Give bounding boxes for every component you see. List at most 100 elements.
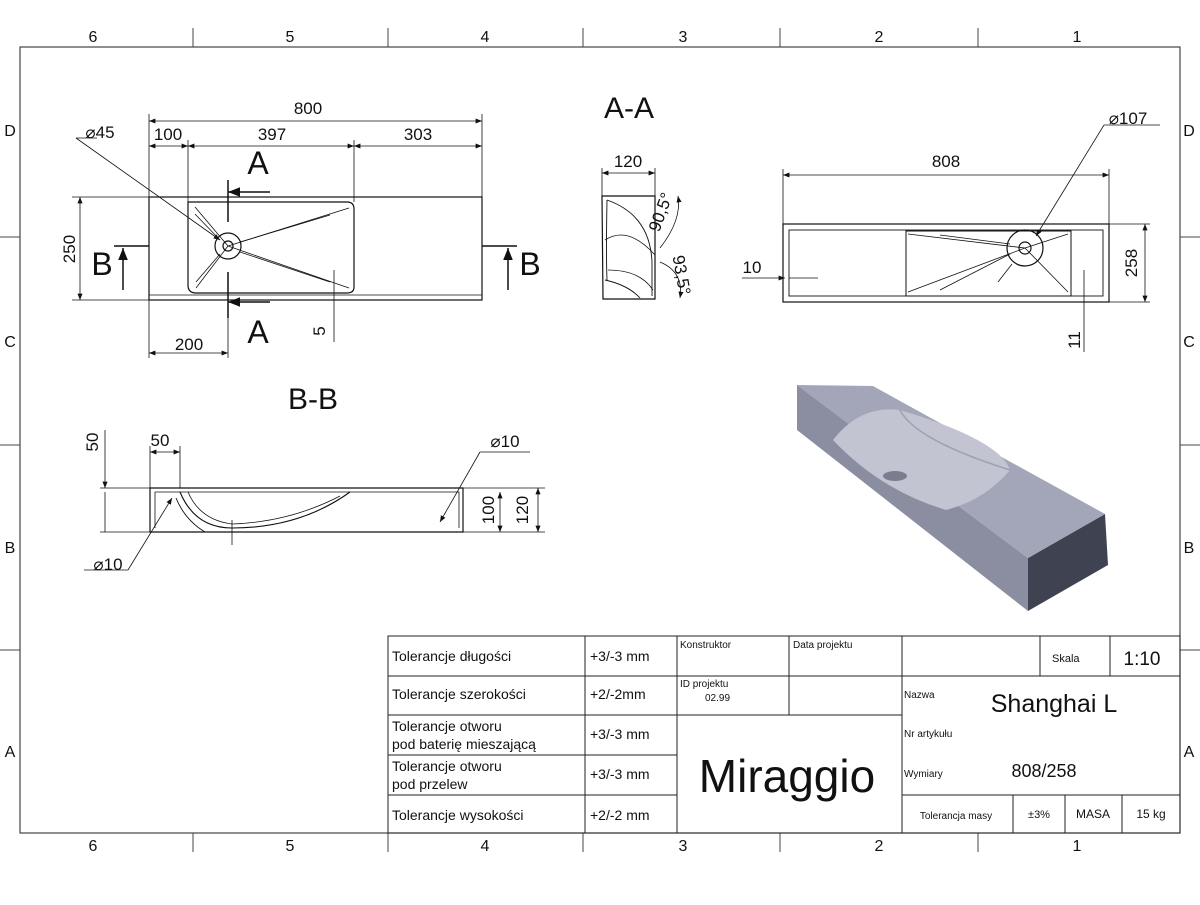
nazwa-value: Shanghai L	[991, 690, 1118, 718]
zone-col-5-bottom: 5	[286, 838, 295, 855]
skala-value: 1:10	[1124, 649, 1161, 670]
brand-logo: Miraggio	[699, 750, 875, 802]
zone-row-b-left: B	[5, 540, 16, 557]
dim-rv-length: 808	[932, 152, 960, 171]
section-aa-title: A-A	[604, 92, 654, 125]
zone-col-3-bottom: 3	[679, 838, 688, 855]
right-view-dimensions	[742, 124, 1160, 352]
tol-tap-hole-label: Tolerancje otworu	[392, 718, 502, 734]
tol-tap-hole-label-2: pod baterię mieszającą	[392, 736, 536, 752]
tol-overflow-value: +3/-3 mm	[590, 766, 650, 782]
dim-aa-width: 120	[614, 152, 642, 171]
basin-side-face	[1028, 514, 1108, 611]
zone-col-3-top: 3	[679, 29, 688, 46]
dim-bb-overflow-right: ⌀10	[490, 432, 519, 451]
top-view-section-marks: A A B B	[91, 145, 540, 350]
dim-drain-offset: 200	[175, 335, 203, 354]
tol-length-label: Tolerancje długości	[392, 648, 511, 664]
section-bb-view	[84, 430, 545, 571]
dim-bb-depth: 100	[479, 496, 498, 524]
dim-bb-overflow-offset: 50	[151, 431, 170, 450]
dim-width: 250	[60, 235, 79, 263]
tol-masy-value: ±3%	[1028, 809, 1050, 821]
zone-col-2-bottom: 2	[875, 838, 884, 855]
dim-rv-rim: 10	[743, 258, 762, 277]
tol-height-value: +2/-2 mm	[590, 807, 650, 823]
top-view	[72, 114, 517, 358]
top-view-drain	[214, 232, 242, 260]
dim-bb-overflow-left: ⌀10	[93, 555, 122, 574]
konstruktor-label: Konstruktor	[680, 640, 732, 651]
zone-row-c-right: C	[1183, 334, 1195, 351]
section-aa-labels: 120 90,5° 93,5°	[614, 152, 694, 296]
zone-col-4-top: 4	[481, 29, 490, 46]
title-block	[387, 635, 1181, 834]
masa-label: MASA	[1076, 807, 1110, 821]
zone-row-a-right: A	[1184, 744, 1195, 761]
tol-overflow-label: Tolerancje otworu	[392, 758, 502, 774]
tol-length-value: +3/-3 mm	[590, 648, 650, 664]
top-view-dimensions	[72, 114, 483, 358]
dim-rv-lip: 11	[1065, 331, 1084, 349]
zone-col-2-top: 2	[875, 29, 884, 46]
basin-3d-render	[797, 385, 1108, 611]
id-projektu-label: ID projektu	[680, 679, 728, 690]
dim-lip: 5	[310, 326, 329, 335]
section-mark-a-top: A	[247, 145, 269, 181]
skala-label: Skala	[1052, 653, 1080, 665]
nazwa-label: Nazwa	[904, 690, 935, 701]
section-mark-b-right: B	[519, 246, 540, 282]
section-mark-a-bottom: A	[247, 314, 269, 350]
tol-height-label: Tolerancje wysokości	[392, 807, 524, 823]
tol-width-label: Tolerancje szerokości	[392, 686, 526, 702]
section-aa-view	[601, 168, 684, 300]
dim-rv-width: 258	[1122, 249, 1141, 277]
zone-col-1-top: 1	[1073, 29, 1082, 46]
zone-row-c-left: C	[4, 334, 16, 351]
title-block-text: Tolerancje długości +3/-3 mm Tolerancje …	[392, 640, 1166, 823]
tol-tap-hole-value: +3/-3 mm	[590, 726, 650, 742]
zone-col-5-top: 5	[286, 29, 295, 46]
id-projektu-value: 02.99	[705, 693, 730, 704]
zone-row-d-right: D	[1183, 123, 1195, 140]
dim-total-length: 800	[294, 99, 322, 118]
dim-bb-height: 120	[513, 496, 532, 524]
section-mark-b-left: B	[91, 246, 112, 282]
zone-labels: 6 5 4 3 2 1 6 5 4 3 2 1 D C B A D C B A	[4, 29, 1195, 855]
top-view-bowl-lines	[194, 206, 350, 289]
zone-col-6-top: 6	[89, 29, 98, 46]
zone-col-6-bottom: 6	[89, 838, 98, 855]
masa-value: 15 kg	[1136, 807, 1165, 821]
dim-left-offset: 100	[154, 125, 182, 144]
wymiary-value: 808/258	[1011, 761, 1076, 781]
top-view-outline	[148, 196, 483, 301]
right-view-drain	[1006, 229, 1044, 267]
section-bb-dimensions	[84, 430, 545, 571]
zone-col-4-bottom: 4	[481, 838, 490, 855]
tol-overflow-label-2: pod przelew	[392, 776, 468, 792]
dim-bowl-length: 397	[258, 125, 286, 144]
dim-rv-drain-diameter: ⌀107	[1109, 109, 1148, 128]
dim-aa-angle-2: 93,5°	[669, 254, 695, 297]
section-bb-title: B-B	[288, 383, 338, 416]
nr-artykulu-label: Nr artykułu	[904, 729, 952, 740]
section-bb-labels: 50 50 ⌀10 ⌀10 100 120	[83, 431, 532, 574]
basin-drain-hole	[883, 471, 907, 481]
right-view-outline	[782, 223, 1110, 303]
dim-aa-angle-1: 90,5°	[645, 190, 676, 234]
wymiary-label: Wymiary	[904, 769, 943, 780]
top-view-labels: 800 100 397 303 ⌀45 250 200 5	[60, 99, 432, 354]
tol-masy-label: Tolerancja masy	[920, 811, 992, 822]
dim-drain-diameter: ⌀45	[85, 123, 114, 142]
zone-row-a-left: A	[5, 744, 16, 761]
zone-row-d-left: D	[4, 123, 16, 140]
top-view-bowl	[187, 201, 355, 294]
basin-bowl	[833, 409, 1010, 510]
data-projektu-label: Data projektu	[793, 640, 852, 651]
zone-col-1-bottom: 1	[1073, 838, 1082, 855]
right-view	[742, 124, 1160, 352]
right-view-labels: 808 ⌀107 258 10 11	[743, 109, 1148, 349]
dim-right-shelf: 303	[404, 125, 432, 144]
